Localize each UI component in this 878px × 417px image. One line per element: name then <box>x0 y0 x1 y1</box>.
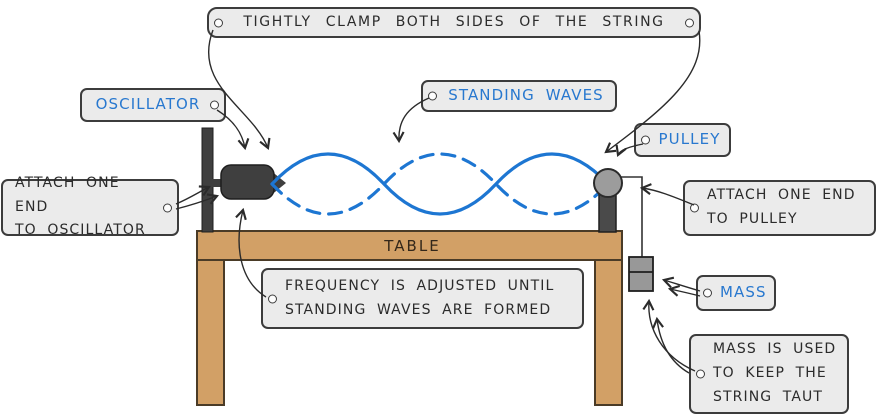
vibrating-string <box>270 152 610 216</box>
table-top <box>196 230 623 261</box>
pulley-tag-label: PULLEY <box>658 130 721 149</box>
table-right-leg <box>594 259 623 406</box>
standing-waves-tag: STANDING WAVES <box>421 80 617 112</box>
oscillator-body <box>220 164 275 200</box>
clamp-tag: TIGHTLY CLAMP BOTH SIDES OF THE STRING <box>207 7 701 38</box>
frequency-tag-label: FREQUENCY IS ADJUSTED UNTIL STANDING WAV… <box>285 277 555 318</box>
tag-eyelet <box>703 288 712 298</box>
attach-oscillator-tag-label: ATTACH ONE END TO OSCILLATOR <box>15 174 146 239</box>
tag-eyelet <box>690 203 699 213</box>
pulley-tag: PULLEY <box>634 123 731 157</box>
attach-pulley-tag-label: ATTACH ONE END TO PULLEY <box>707 187 856 227</box>
oscillator-clamp-bar <box>212 179 224 187</box>
mass-tag-label: MASS <box>720 283 767 302</box>
tag-eyelet <box>428 91 437 101</box>
table-caption: TABLE <box>384 237 441 255</box>
mass-tag: MASS <box>696 275 776 311</box>
oscillator-assembly <box>201 127 286 233</box>
mass-block <box>628 256 654 292</box>
mass-taut-tag: MASS IS USED TO KEEP THE STRING TAUT <box>689 334 849 414</box>
string-wave-solid <box>270 152 610 216</box>
oscillator-tag: OSCILLATOR <box>80 88 226 122</box>
pulley-post <box>598 193 617 233</box>
standing-waves-tag-label: STANDING WAVES <box>448 86 604 105</box>
tag-eyelet <box>641 135 650 145</box>
tag-eyelet <box>696 369 705 379</box>
mass-taut-tag-label: MASS IS USED TO KEEP THE STRING TAUT <box>713 341 837 405</box>
table <box>196 230 623 406</box>
tag-eyelet-left <box>214 18 223 27</box>
table-left-leg <box>196 259 225 406</box>
frequency-tag: FREQUENCY IS ADJUSTED UNTIL STANDING WAV… <box>261 268 584 329</box>
clamp-tag-label: TIGHTLY CLAMP BOTH SIDES OF THE STRING <box>243 13 665 30</box>
pulley-assembly <box>593 168 654 292</box>
oscillator-stand-rod <box>201 127 214 233</box>
attach-oscillator-tag: ATTACH ONE END TO OSCILLATOR <box>1 175 179 238</box>
tag-eyelet <box>268 294 277 303</box>
tag-eyelet <box>210 100 219 110</box>
string-wave-dashed <box>270 152 610 216</box>
oscillator-tag-label: OSCILLATOR <box>95 95 201 114</box>
tag-eyelet <box>163 203 172 212</box>
attach-pulley-tag: ATTACH ONE END TO PULLEY <box>683 180 876 236</box>
pulley-wheel <box>593 168 623 198</box>
tag-eyelet-right <box>685 18 694 27</box>
hanging-string <box>620 176 643 257</box>
